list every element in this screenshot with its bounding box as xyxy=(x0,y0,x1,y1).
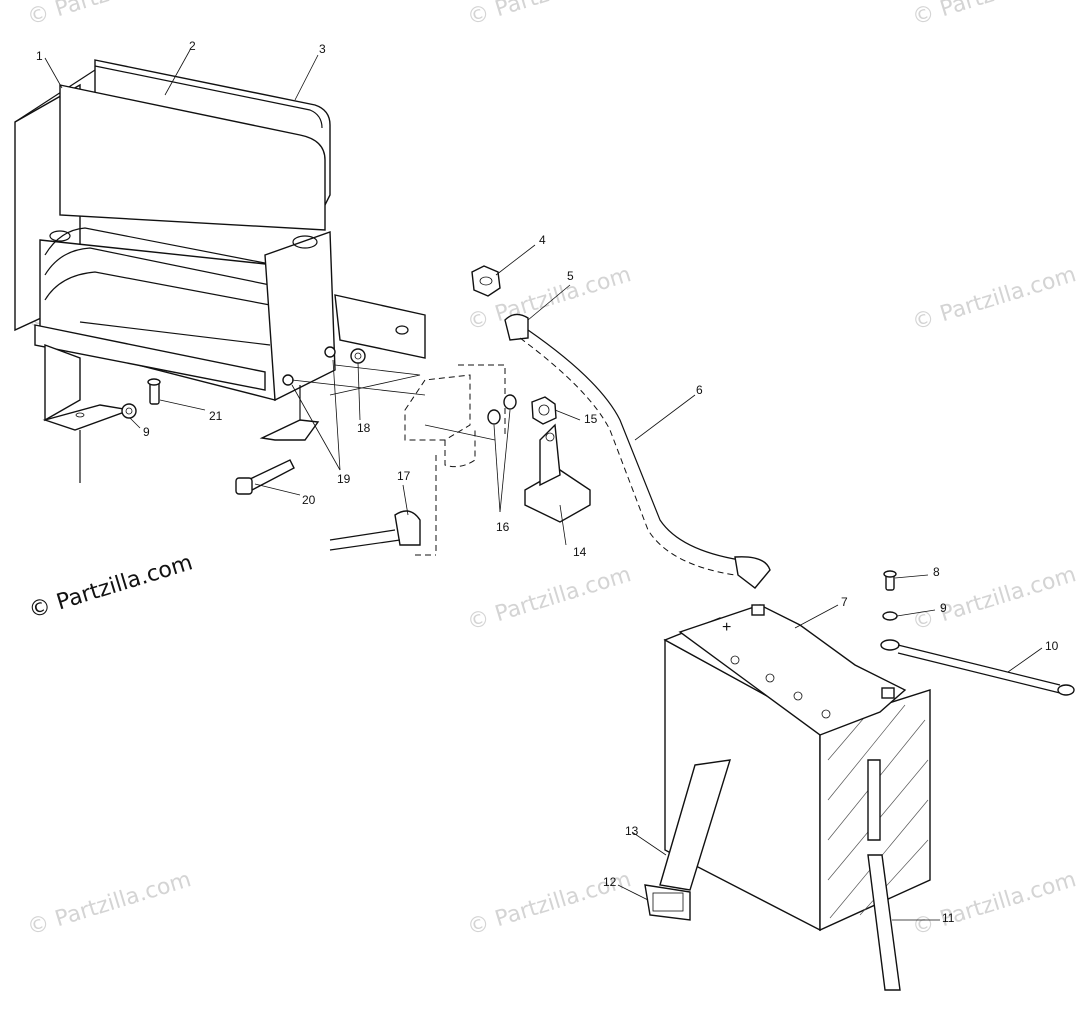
callout-15: 15 xyxy=(584,412,598,426)
callout-1: 1 xyxy=(36,49,43,63)
negative-cable xyxy=(880,570,1075,696)
watermark: © Partzilla.com xyxy=(909,262,1079,336)
callout-18: 18 xyxy=(357,421,371,435)
vent-tube xyxy=(867,759,901,991)
callout-6: 6 xyxy=(696,383,703,397)
watermark: © Partzilla.com xyxy=(464,0,634,31)
hardware-center xyxy=(471,265,557,425)
callout-4: 4 xyxy=(539,233,546,247)
callout-7: 7 xyxy=(841,595,848,609)
cable-17 xyxy=(329,510,421,551)
callout-20: 20 xyxy=(302,493,316,507)
watermark: © Partzilla.com xyxy=(909,0,1079,31)
leader-lines xyxy=(44,49,1043,921)
callout-9-left: 9 xyxy=(143,425,150,439)
watermark: © Partzilla.com xyxy=(24,867,194,941)
plus-sign: + xyxy=(722,619,731,636)
watermark: © Partzilla.com xyxy=(464,562,634,636)
watermark: © Partzilla.com xyxy=(24,0,194,31)
callout-12: 12 xyxy=(603,875,617,889)
callout-2: 2 xyxy=(189,39,196,53)
callout-10: 10 xyxy=(1045,639,1059,653)
callout-11: 11 xyxy=(942,911,955,925)
callout-9-right: 9 xyxy=(940,601,947,615)
connector-14 xyxy=(524,423,591,523)
positive-cable xyxy=(504,313,771,589)
callout-13: 13 xyxy=(625,824,639,838)
hardware-left xyxy=(121,348,366,495)
callout-14: 14 xyxy=(573,545,587,559)
solenoid-outline xyxy=(404,364,506,556)
callout-17: 17 xyxy=(397,469,411,483)
watermark: © Partzilla.com xyxy=(909,867,1079,941)
battery-box-assembly xyxy=(14,59,426,483)
callout-19: 19 xyxy=(337,472,351,486)
callout-labels: 1 2 3 4 5 6 7 8 9 9 10 11 12 13 14 15 16… xyxy=(36,39,1059,925)
callout-8: 8 xyxy=(933,565,940,579)
callout-21: 21 xyxy=(209,409,223,423)
hold-down-strap xyxy=(644,759,731,921)
callout-5: 5 xyxy=(567,269,574,283)
callout-16: 16 xyxy=(496,520,510,534)
callout-3: 3 xyxy=(319,42,326,56)
